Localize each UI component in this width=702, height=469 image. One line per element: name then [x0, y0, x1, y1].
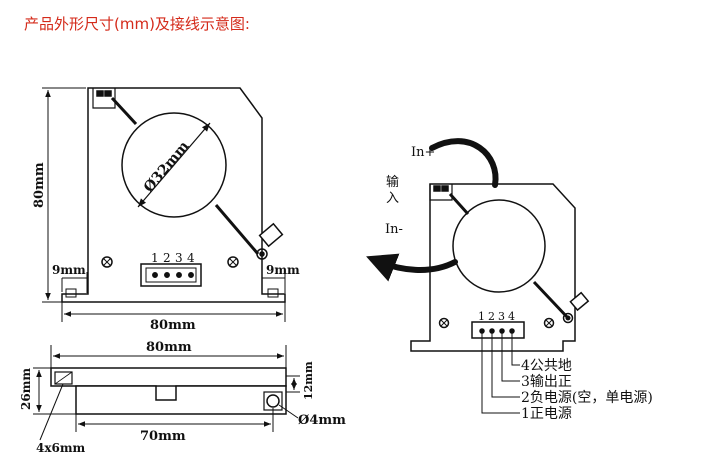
front-height-label: 80mm [32, 162, 47, 208]
legend-pin-3: 3输出正 [521, 374, 572, 390]
wiring-pin-4: 4 [508, 310, 515, 323]
front-pin-2: 2 [163, 251, 171, 265]
hole-label: Ø4mm [298, 413, 346, 428]
input-label: 输 入 [386, 174, 403, 206]
slot-label: 4x6mm [36, 441, 86, 455]
wiring-screw-left-icon [438, 317, 450, 329]
side-view [50, 367, 287, 415]
mount-hole [266, 394, 280, 408]
in-minus-label: In- [385, 222, 403, 237]
right-margin-label: 9mm [266, 263, 300, 277]
thickness-label: 12mm [302, 361, 315, 400]
wiring-view [410, 183, 590, 414]
wiring-pin-3: 3 [498, 310, 505, 323]
side-height-label: 26mm [19, 368, 33, 410]
front-width-label: 80mm [150, 318, 196, 333]
front-pin-1: 1 [151, 251, 159, 265]
wiring-pin-2: 2 [488, 310, 495, 323]
legend-pin-2: 2负电源(空，单电源) [521, 390, 653, 406]
legend-pin-4: 4公共地 [521, 358, 572, 374]
side-width-label: 80mm [146, 340, 192, 355]
wiring-core-hole [452, 199, 546, 293]
front-pin-3: 3 [175, 251, 183, 265]
left-margin-label: 9mm [52, 263, 86, 277]
front-view [61, 87, 286, 303]
front-pin-4: 4 [187, 251, 195, 265]
screw-left-icon [101, 256, 113, 268]
input-label-char-1: 输 [386, 174, 399, 190]
terminal-block [140, 263, 202, 287]
wiring-terminal-block [471, 321, 525, 339]
side-bottom-label: 70mm [140, 429, 186, 444]
conductor-in-plus [429, 138, 499, 188]
wiring-screw-right-icon [543, 317, 555, 329]
legend-pin-1: 1正电源 [521, 406, 572, 422]
screw-right-icon [227, 256, 239, 268]
input-label-char-2: 入 [386, 191, 399, 206]
wiring-pin-1: 1 [478, 310, 485, 323]
page-heading: 产品外形尺寸(mm)及接线示意图: [24, 15, 250, 33]
in-plus-label: In+ [411, 145, 435, 160]
conductor-in-minus-arrow-icon [366, 253, 458, 282]
